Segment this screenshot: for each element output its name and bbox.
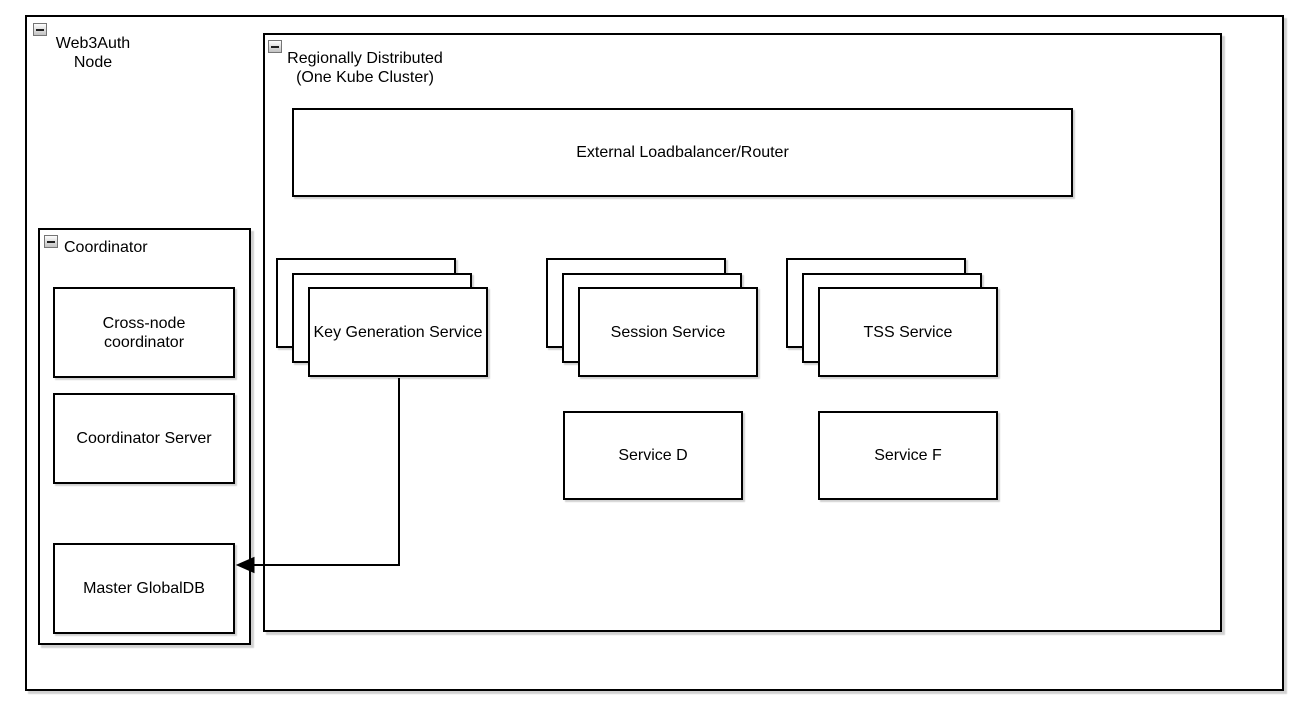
shape-service-f-label: Service F <box>874 447 942 464</box>
collapse-icon[interactable] <box>44 235 58 248</box>
shape-session-service-label: Session Service <box>610 323 726 341</box>
group-coordinator[interactable]: Coordinator Cross-node coordinator Coord… <box>38 228 251 645</box>
group-regionally-distributed-label: Regionally Distributed (One Kube Cluster… <box>287 50 443 86</box>
shape-tss-service-label: TSS Service <box>863 323 953 341</box>
group-coordinator-label: Coordinator <box>64 239 148 256</box>
shape-master-globaldb[interactable]: Master GlobalDB <box>53 543 235 634</box>
minus-glyph <box>47 240 55 243</box>
shape-cross-node-coordinator-label: Cross-node coordinator <box>102 314 186 351</box>
shape-tss-service[interactable]: TSS Service <box>818 287 998 377</box>
shape-service-f[interactable]: Service F <box>818 411 998 500</box>
shape-service-d[interactable]: Service D <box>563 411 743 500</box>
shape-key-generation-service[interactable]: Key Generation Service <box>308 287 488 377</box>
group-regionally-distributed[interactable]: Regionally Distributed (One Kube Cluster… <box>263 33 1222 632</box>
group-web3auth-node-label: Web3Auth Node <box>55 35 131 71</box>
shape-coordinator-server[interactable]: Coordinator Server <box>53 393 235 484</box>
shape-session-service[interactable]: Session Service <box>578 287 758 377</box>
shape-service-d-label: Service D <box>618 447 688 464</box>
collapse-icon[interactable] <box>33 23 47 36</box>
stack-key-generation-service[interactable]: Key Generation Service <box>276 258 488 377</box>
shape-cross-node-coordinator[interactable]: Cross-node coordinator <box>53 287 235 378</box>
shape-key-generation-service-label: Key Generation Service <box>313 323 483 341</box>
collapse-icon[interactable] <box>268 40 282 53</box>
group-web3auth-node[interactable]: Web3Auth Node Regionally Distributed (On… <box>25 15 1284 691</box>
shape-external-loadbalancer-label: External Loadbalancer/Router <box>576 144 789 161</box>
stack-tss-service[interactable]: TSS Service <box>786 258 998 377</box>
minus-glyph <box>36 28 44 31</box>
stack-session-service[interactable]: Session Service <box>546 258 758 377</box>
shape-master-globaldb-label: Master GlobalDB <box>83 580 205 597</box>
shape-coordinator-server-label: Coordinator Server <box>76 430 212 447</box>
minus-glyph <box>271 45 279 48</box>
shape-external-loadbalancer[interactable]: External Loadbalancer/Router <box>292 108 1073 197</box>
